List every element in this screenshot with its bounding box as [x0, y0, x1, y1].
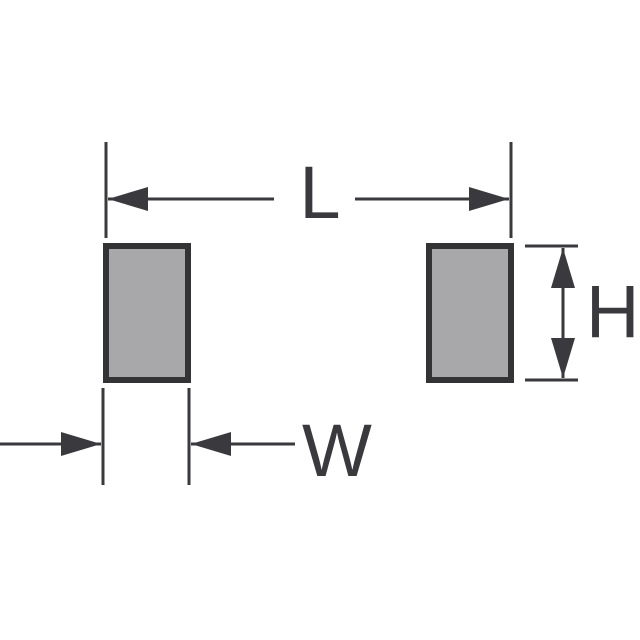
left-pad	[103, 243, 191, 383]
right-pad	[426, 243, 514, 383]
width-label: W	[302, 409, 372, 492]
length-label: L	[299, 151, 340, 234]
height-label: H	[586, 270, 639, 353]
